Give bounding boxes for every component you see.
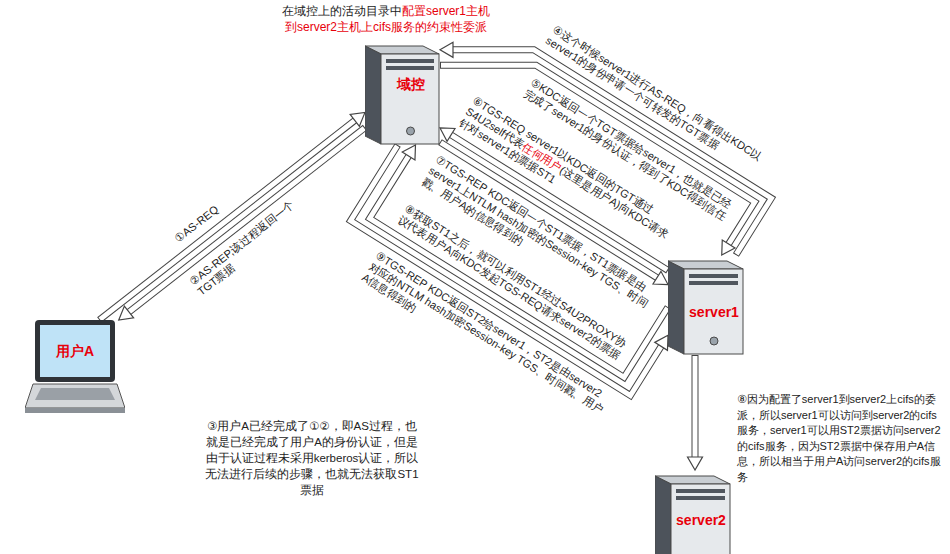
laptop-keyboard: [35, 388, 115, 400]
host-label: 用户A: [54, 343, 96, 360]
server-host: 域控: [365, 40, 440, 145]
arrow-outline: [692, 355, 699, 457]
hollow-arrow: [688, 355, 703, 470]
node-text-block: server2: [674, 512, 728, 529]
drive-bay: [676, 489, 725, 493]
drive-bay: [689, 274, 738, 278]
server-front: [684, 269, 743, 354]
host-label: 域控: [395, 76, 427, 93]
server-icon: [365, 40, 440, 145]
server-front: [671, 484, 730, 554]
hollow-arrow: [119, 128, 365, 320]
plain-text: 在域控上的活动目录中: [282, 4, 402, 18]
arrow-outline: [99, 120, 354, 320]
arrow-head: [119, 306, 134, 320]
laptop-base: [25, 384, 125, 408]
host-label: server1: [687, 304, 741, 321]
laptop-icon: [25, 320, 125, 415]
arrow-body: [100, 120, 355, 319]
hollow-arrow: [99, 112, 365, 320]
server-side: [668, 261, 684, 354]
server-host: server2: [655, 470, 731, 554]
arrow-head: [402, 145, 415, 160]
server-front: [381, 54, 439, 144]
arrow-outline: [129, 128, 365, 312]
laptop-lid: [35, 320, 115, 382]
note-text: ⑧因为配置了server1到server2上cifs的委派，所以server1可…: [737, 392, 944, 485]
laptop-front: [25, 408, 125, 413]
client-laptop: 用户A: [25, 320, 125, 415]
arrow-head: [688, 457, 703, 470]
arrow-body: [129, 128, 364, 312]
server-side: [655, 476, 671, 554]
host-label: server2: [674, 512, 728, 529]
arrow-head: [722, 240, 735, 255]
drive-bay: [386, 59, 434, 63]
power-button: [407, 127, 415, 135]
drive-bay: [689, 281, 738, 285]
diagram-title: 在域控上的活动目录中配置server1主机到server2主机上cifs服务的约…: [280, 3, 492, 35]
step-label: ②AS-REP,该过程返回一个TGT票据: [187, 186, 321, 299]
arrow-head: [653, 271, 668, 284]
note-text: ③用户A已经完成了①②，即AS过程，也就是已经完成了用户A的身份认证，但是由于认…: [203, 418, 421, 498]
arrow-head: [440, 128, 455, 141]
node-text-block: server1: [687, 304, 741, 321]
arrow-body: [693, 356, 698, 457]
power-button: [710, 337, 718, 345]
node-text-block: 域控: [395, 76, 427, 93]
arrow-head: [440, 42, 453, 57]
server-side: [365, 46, 381, 144]
laptop-screen: [40, 325, 110, 377]
arrow-head: [350, 112, 365, 126]
drive-bay: [386, 66, 434, 70]
arrow-head: [655, 335, 668, 350]
drive-bay: [676, 496, 725, 500]
node-text-block: 用户A: [54, 343, 96, 360]
server-host: server1: [668, 255, 744, 355]
